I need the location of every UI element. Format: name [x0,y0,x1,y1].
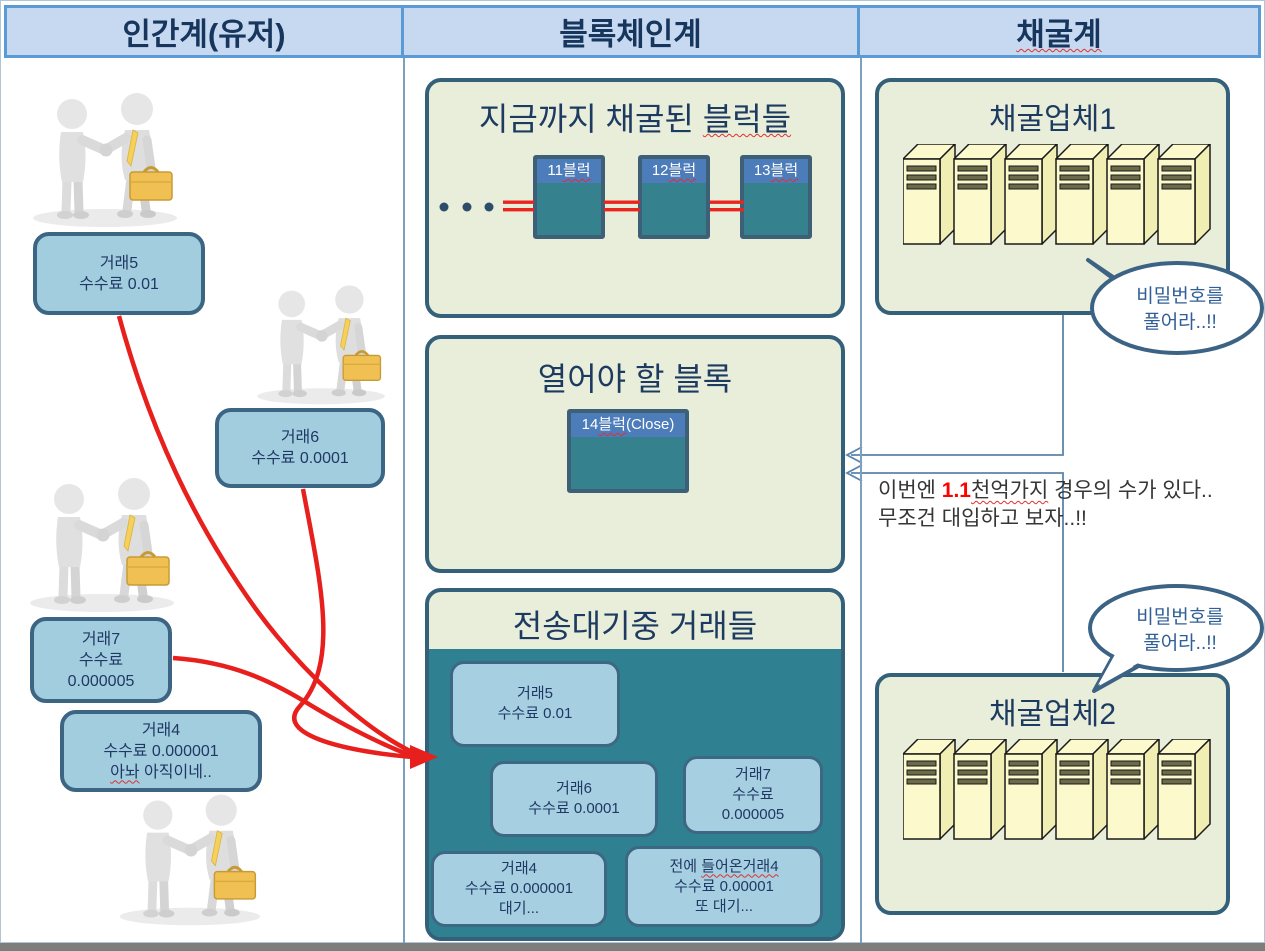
pool-tx4b-fee: 수수료 0.00001 [674,877,774,895]
handshake-figure-icon [22,473,182,613]
handshake-figure-icon [250,276,392,410]
block-13-num: 13 [753,162,771,179]
column-header-blockchain-label: 블록체인계 [559,17,702,52]
handshake-figure-icon [25,88,185,228]
tx7-fee-value: 0.000005 [67,672,135,690]
block-13: 13블럭 [740,155,812,239]
block-14-label: 14블럭(Close) [571,413,685,437]
pending-pool-body: 거래5 수수료 0.01 거래6 수수료 0.0001 거래7 수수료 0.00… [429,649,841,937]
tx4-name: 거래4 [141,721,181,739]
company1-title: 채굴업체1 [988,103,1117,136]
tx4-box: 거래4 수수료 0.000001 아놔 아직이네.. [60,710,262,792]
bubble2-line1: 비밀번호를 [1136,606,1223,628]
pool-tx7-fee-label: 수수료 [732,786,774,803]
column-header-human: 인간계(유저) [4,5,404,58]
column-header-mining-label: 채굴계 [1016,17,1102,52]
open-block-panel: 열어야 할 블록 14블럭(Close) [425,335,845,573]
mining-note: 이번엔 1.1천억가지 경우의 수가 있다.. 무조건 대입하고 보자..!! [878,477,1250,533]
tx7-fee-label: 수수료 [78,651,124,669]
tx5-box: 거래5 수수료 0.01 [33,232,205,315]
block-12-word: 블럭 [668,162,697,179]
block-11-label: 11블럭 [537,159,601,183]
pool-tx4b-name: 전에 들어온거래4 [669,857,778,877]
column-divider [403,58,405,943]
note-highlight: 1.1 [941,479,971,502]
tx5-name: 거래5 [99,254,139,272]
tx6-box: 거래6 수수료 0.0001 [215,408,385,488]
block-11-word: 블럭 [562,162,591,179]
tx4-note-rest: 아직이네.. [139,763,212,781]
note-squiggle: 천억가지 [971,479,1049,502]
bubble1-line2: 풀어라..!! [1143,311,1217,333]
pool-tx6-box: 거래6 수수료 0.0001 [490,761,658,837]
tx5-fee: 수수료 0.01 [79,275,159,293]
block-12-label: 12블럭 [642,159,706,183]
tx7-name: 거래7 [81,630,121,648]
pool-tx7-fee-value: 0.000005 [721,806,785,823]
block-11-num: 11 [547,162,563,179]
pool-tx5-name: 거래5 [517,685,553,702]
tx6-name: 거래6 [280,429,320,446]
pool-tx4b-wait: 또 대기... [694,897,754,915]
tx4-note-squiggle: 아놔 [110,763,140,781]
pool-tx5-fee: 수수료 0.01 [497,705,573,722]
open-block-title: 열어야 할 블록 [537,361,733,397]
note-prefix: 이번엔 [878,479,942,502]
column-header-blockchain: 블록체인계 [401,5,860,58]
bubble1-line1: 비밀번호를 [1136,285,1223,307]
mined-title-squiggle: 블럭들 [702,101,792,137]
block-11: 11블럭 [533,155,605,239]
block-12: 12블럭 [638,155,710,239]
block-14-num: 14 [581,416,599,433]
tx7-box: 거래7 수수료 0.000005 [30,617,172,703]
pool-tx4-fee: 수수료 0.000001 [464,880,574,897]
pool-tx7-box: 거래7 수수료 0.000005 [683,756,823,834]
block-14-suffix: (Close) [625,416,675,433]
mining-company1-panel: 채굴업체1 [875,78,1230,315]
pool-tx4-name: 거래4 [501,860,537,877]
note-suffix: 경우의 수가 있다.. [1048,479,1213,502]
column-header-human-label: 인간계(유저) [122,17,286,52]
block-13-word: 블럭 [770,162,799,179]
server-rack-icon [903,739,1211,840]
mining-company2-panel: 채굴업체2 [875,673,1230,915]
mined-blocks-panel: 지금까지 채굴된 블럭들 11블럭 12블럭 13블럭 [425,78,845,318]
mined-title-prefix: 지금까지 채굴된 [478,101,703,137]
block-14: 14블럭(Close) [567,409,689,493]
pool-tx5-box: 거래5 수수료 0.01 [450,661,620,747]
pool-tx6-fee: 수수료 0.0001 [528,800,620,817]
bubble2-line2: 풀어라..!! [1143,632,1217,654]
pool-tx4-wait: 대기... [498,900,540,917]
bottom-window-edge [0,943,1265,951]
tx6-fee: 수수료 0.0001 [251,450,349,467]
block-12-num: 12 [651,162,669,179]
speech-bubble-1: 비밀번호를 풀어라..!! [1086,258,1264,355]
pool-tx4b-squiggle: 들어온거래4 [701,857,779,875]
mined-blocks-title: 지금까지 채굴된 블럭들 [429,94,841,140]
handshake-figure-icon [112,788,268,928]
column-divider [860,58,862,943]
column-header-mining: 채굴계 [857,5,1261,58]
pool-tx7-name: 거래7 [735,766,771,783]
speech-bubble-2: 비밀번호를 풀어라..!! [1088,584,1264,693]
pool-tx4b-prefix: 전에 [669,857,702,875]
pool-tx6-name: 거래6 [556,780,592,797]
pool-tx4b-box: 전에 들어온거래4 수수료 0.00001 또 대기... [625,846,823,927]
pool-tx4-box: 거래4 수수료 0.000001 대기... [431,851,607,927]
mining-note-line1: 이번엔 1.1천억가지 경우의 수가 있다.. [878,477,1250,505]
company2-title: 채굴업체2 [988,698,1117,731]
mining-note-line2: 무조건 대입하고 보자..!! [878,507,1087,530]
pending-pool-title: 전송대기중 거래들 [512,608,758,644]
tx4-note: 아놔 아직이네.. [110,762,212,783]
block-14-word: 블럭 [598,416,626,433]
server-rack-icon [903,144,1211,245]
pending-pool-panel: 전송대기중 거래들 거래5 수수료 0.01 거래6 수수료 0.0001 거래… [425,588,845,941]
tx4-fee: 수수료 0.000001 [103,742,219,760]
block-13-label: 13블럭 [744,159,808,183]
